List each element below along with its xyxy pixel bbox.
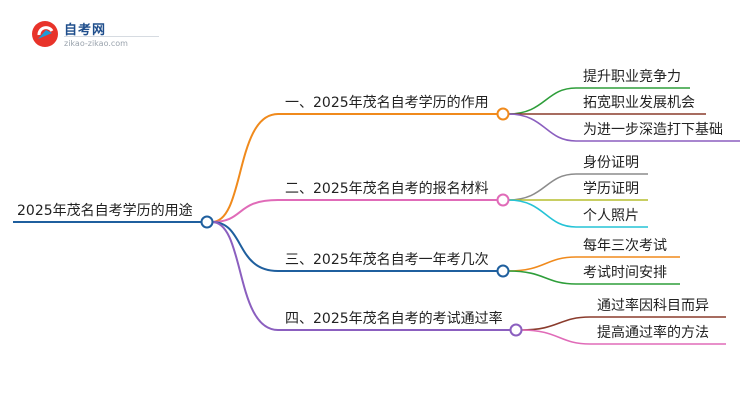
branch-1-child-2-label[interactable]: 拓宽职业发展机会 [583,95,695,111]
root-topic[interactable]: 2025年茂名自考学历的用途 [17,203,193,219]
branch-2-child-3-link [507,199,648,228]
branch-2-child-1-link [507,173,648,201]
branch-1-child-3-label[interactable]: 为进一步深造打下基础 [583,122,723,138]
branch-1-link [211,113,279,223]
branch-3-child-2-link [507,270,680,285]
logo-icon [32,21,58,47]
branch-3-child-2-label[interactable]: 考试时间安排 [583,265,667,281]
branch-1-child-1-link [507,87,690,115]
branch-2-child-3-label[interactable]: 个人照片 [583,208,639,224]
branch-2-label[interactable]: 二、2025年茂名自考的报名材料 [285,181,489,197]
branch-4-child-2-label[interactable]: 提高通过率的方法 [597,325,709,341]
branch-1-label[interactable]: 一、2025年茂名自考学历的作用 [285,95,489,111]
branch-3-child-1-label[interactable]: 每年三次考试 [583,238,667,254]
branch-1-node[interactable] [496,107,510,121]
branch-4-child-1-label[interactable]: 通过率因科目而异 [597,298,709,314]
branch-3-link [211,221,279,272]
branch-4-label[interactable]: 四、2025年茂名自考的考试通过率 [285,311,503,327]
branch-2-child-2-label[interactable]: 学历证明 [583,181,639,197]
branch-4-node[interactable] [509,323,523,337]
branch-1-child-3-link [507,113,740,142]
branch-2-child-1-label[interactable]: 身份证明 [583,155,639,171]
branch-4-child-2-link [520,329,726,345]
logo-divider [64,36,159,37]
branch-3-child-1-link [507,256,680,272]
branch-4-link [211,221,279,331]
logo-subtitle: zikao-zikao.com [64,39,128,48]
root-node[interactable] [200,215,214,229]
branch-2-node[interactable] [496,193,510,207]
site-logo[interactable]: 自考网 zikao-zikao.com [30,17,159,53]
branch-3-node[interactable] [496,264,510,278]
branch-3-label[interactable]: 三、2025年茂名自考一年考几次 [285,252,489,268]
logo-title: 自考网 [64,23,107,38]
branch-2-link [211,199,279,223]
branch-1-child-1-label[interactable]: 提升职业竞争力 [583,69,681,85]
branch-4-child-1-link [520,316,726,331]
